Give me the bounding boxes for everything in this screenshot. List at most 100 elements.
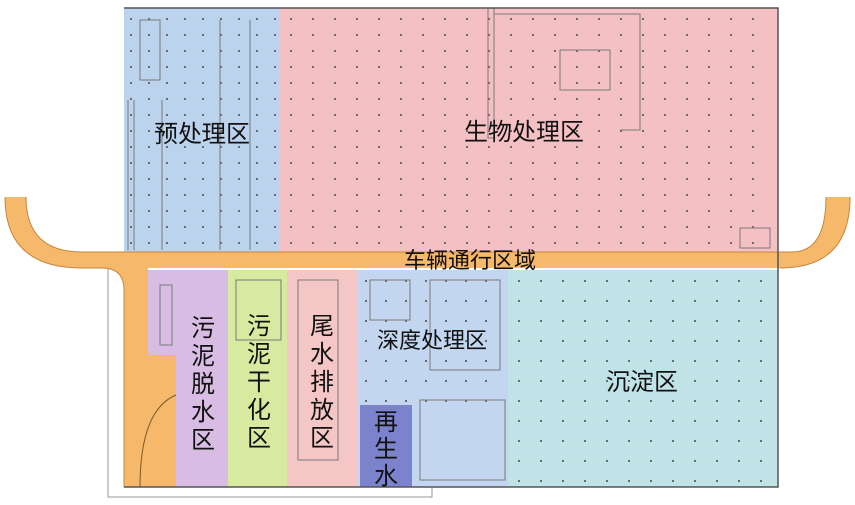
grid-dot — [716, 280, 718, 282]
grid-dot — [334, 98, 336, 100]
label-tailwater-char: 排 — [310, 368, 334, 396]
grid-dot — [576, 242, 578, 244]
grid-dot — [650, 480, 652, 482]
grid-dot — [166, 34, 168, 36]
grid-dot — [238, 50, 240, 52]
grid-dot — [465, 300, 467, 302]
grid-dot — [334, 130, 336, 132]
grid-dot — [202, 82, 204, 84]
grid-dot — [518, 280, 520, 282]
grid-dot — [444, 242, 446, 244]
grid-dot — [356, 98, 358, 100]
grid-dot — [130, 242, 132, 244]
grid-dot — [686, 210, 688, 212]
grid-dot — [444, 210, 446, 212]
grid-dot — [274, 18, 276, 20]
grid-dot — [510, 162, 512, 164]
grid-dot — [540, 460, 542, 462]
grid-dot — [694, 380, 696, 382]
grid-dot — [686, 162, 688, 164]
grid-dot — [312, 162, 314, 164]
grid-dot — [405, 400, 407, 402]
grid-dot — [466, 18, 468, 20]
grid-dot — [166, 82, 168, 84]
grid-dot — [716, 300, 718, 302]
grid-dot — [465, 280, 467, 282]
grid-dot — [238, 66, 240, 68]
grid-dot — [518, 480, 520, 482]
grid-dot — [365, 320, 367, 322]
grid-dot — [238, 194, 240, 196]
grid-dot — [400, 178, 402, 180]
grid-dot — [445, 280, 447, 282]
grid-dot — [385, 300, 387, 302]
grid-dot — [708, 194, 710, 196]
grid-dot — [274, 146, 276, 148]
grid-dot — [166, 18, 168, 20]
grid-dot — [422, 34, 424, 36]
grid-dot — [444, 178, 446, 180]
grid-dot — [584, 380, 586, 382]
grid-dot — [554, 66, 556, 68]
label-tailwater-char: 尾 — [310, 312, 334, 340]
grid-dot — [400, 242, 402, 244]
grid-dot — [422, 210, 424, 212]
grid-dot — [202, 130, 204, 132]
grid-dot — [562, 440, 564, 442]
grid-dot — [334, 242, 336, 244]
grid-dot — [584, 440, 586, 442]
grid-dot — [312, 18, 314, 20]
grid-dot — [708, 34, 710, 36]
grid-dot — [166, 66, 168, 68]
grid-dot — [650, 340, 652, 342]
grid-dot — [334, 66, 336, 68]
grid-dot — [466, 130, 468, 132]
grid-dot — [312, 130, 314, 132]
grid-dot — [312, 114, 314, 116]
grid-dot — [256, 242, 258, 244]
grid-dot — [562, 300, 564, 302]
grid-dot — [686, 146, 688, 148]
grid-dot — [130, 34, 132, 36]
grid-dot — [356, 50, 358, 52]
grid-dot — [760, 400, 762, 402]
grid-dot — [378, 162, 380, 164]
grid-dot — [708, 146, 710, 148]
grid-dot — [642, 130, 644, 132]
grid-dot — [334, 162, 336, 164]
grid-dot — [620, 50, 622, 52]
grid-dot — [378, 114, 380, 116]
grid-dot — [738, 320, 740, 322]
zone-tailwater — [287, 270, 358, 487]
grid-dot — [148, 18, 150, 20]
grid-dot — [716, 360, 718, 362]
grid-dot — [166, 114, 168, 116]
grid-dot — [488, 242, 490, 244]
grid-dot — [202, 34, 204, 36]
label-sedimentation: 沉淀区 — [606, 368, 678, 396]
grid-dot — [444, 146, 446, 148]
grid-dot — [606, 360, 608, 362]
grid-dot — [488, 194, 490, 196]
grid-dot — [650, 360, 652, 362]
grid-dot — [686, 226, 688, 228]
grid-dot — [686, 114, 688, 116]
grid-dot — [356, 146, 358, 148]
label-tailwater-char: 水 — [310, 340, 334, 368]
grid-dot — [400, 114, 402, 116]
grid-dot — [130, 162, 132, 164]
grid-dot — [694, 300, 696, 302]
grid-dot — [334, 18, 336, 20]
grid-dot — [220, 130, 222, 132]
grid-dot — [290, 226, 292, 228]
grid-dot — [664, 34, 666, 36]
grid-dot — [405, 380, 407, 382]
grid-dot — [694, 340, 696, 342]
grid-dot — [184, 130, 186, 132]
grid-dot — [400, 66, 402, 68]
grid-dot — [708, 18, 710, 20]
grid-dot — [274, 50, 276, 52]
grid-dot — [166, 146, 168, 148]
grid-dot — [385, 400, 387, 402]
grid-dot — [166, 194, 168, 196]
